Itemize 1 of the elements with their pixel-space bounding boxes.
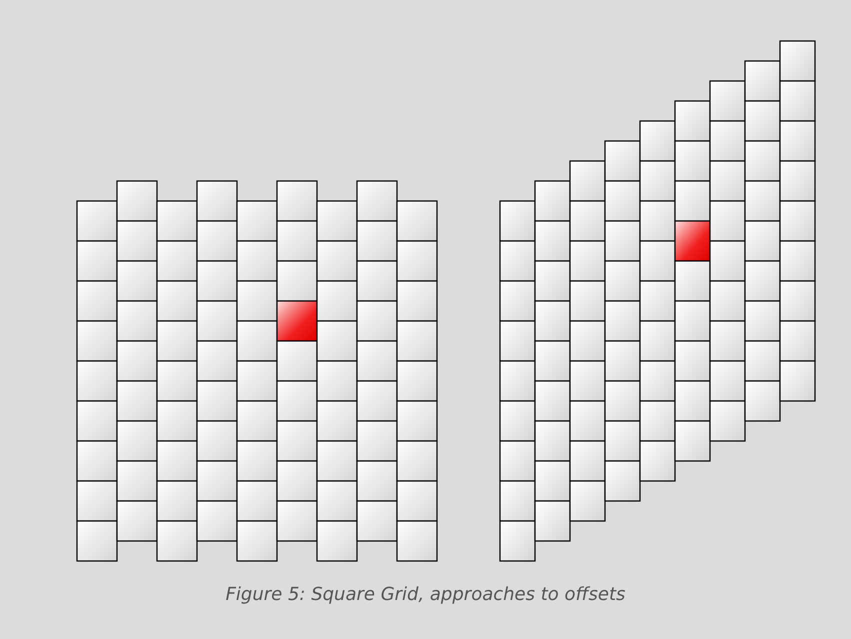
figure-caption: Figure 5: Square Grid, approaches to offsets	[226, 584, 626, 605]
